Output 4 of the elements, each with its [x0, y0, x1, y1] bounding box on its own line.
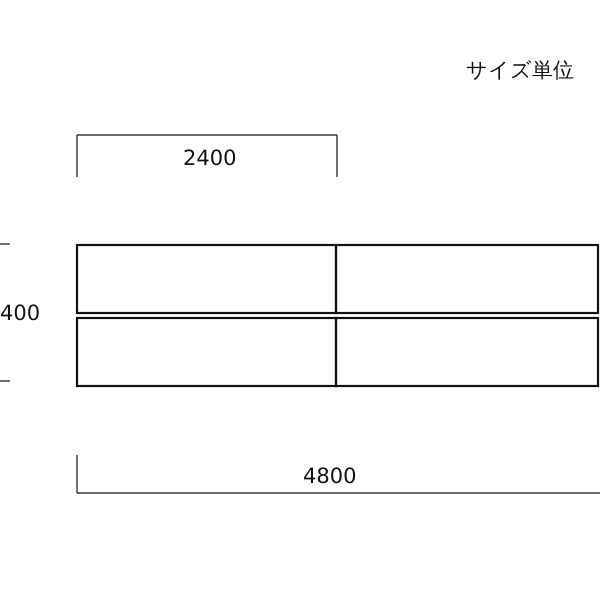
dimension-label: 4800: [303, 464, 356, 488]
dimension-label: 400: [0, 301, 40, 325]
unit-note: サイズ単位: [466, 58, 574, 82]
dimension-label: 2400: [183, 146, 236, 170]
